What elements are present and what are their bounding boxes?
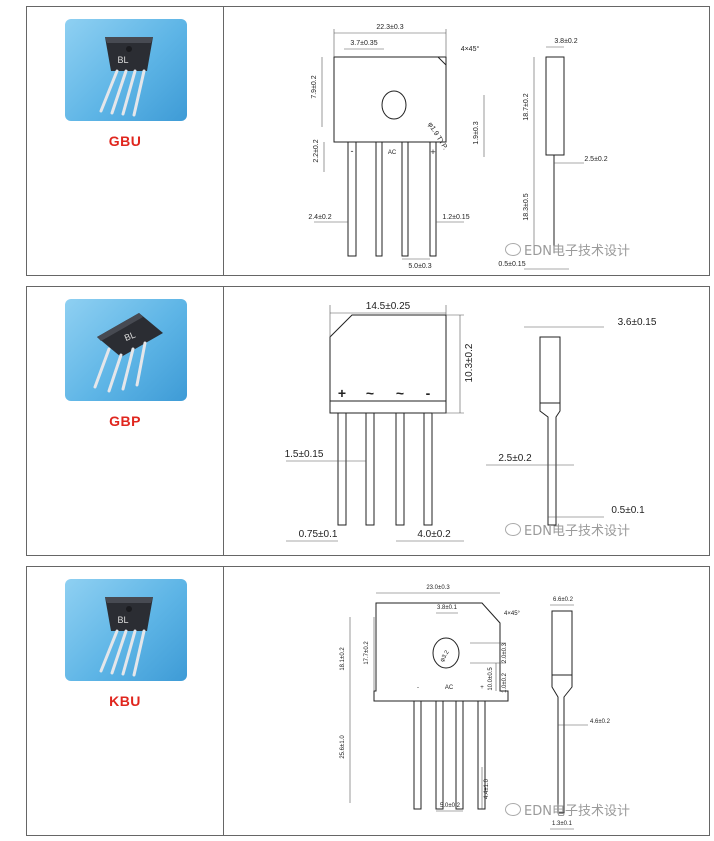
wechat-icon [505, 523, 521, 536]
dim-body-height: 10.0±0.5 [488, 667, 494, 691]
dim-width: 23.0±0.3 [426, 585, 450, 591]
pin-mark: - [426, 385, 431, 401]
side-body [545, 56, 565, 156]
chip-body [105, 597, 153, 631]
side-body [539, 336, 561, 404]
dim-pin-pitch: 3.7±0.35 [350, 40, 377, 47]
chip-leads [99, 69, 146, 117]
dim-width: 22.3±0.3 [376, 24, 403, 31]
dim-lead-wide: 2.4±0.2 [308, 214, 331, 221]
dim-lead-span: 4.4±1.0 [484, 778, 490, 799]
dim-total-height: 18.1±0.2 [340, 647, 346, 671]
column-divider [223, 7, 224, 275]
dim-chamfer: 4×45° [461, 45, 480, 53]
wechat-icon [505, 243, 521, 256]
dim-hole-offset: 1.9±0.3 [473, 121, 480, 144]
pin-mark: ~ [366, 385, 374, 401]
dim-lead-width: 1.5±0.15 [285, 449, 324, 460]
package-row-kbu: BL KBU 2 [26, 566, 710, 836]
column-divider [223, 287, 224, 555]
dim-lead-step: 4.6±0.2 [590, 719, 611, 725]
chip-mark: BL [117, 615, 128, 625]
column-divider [223, 567, 224, 835]
pin-mark: - [417, 685, 419, 691]
dim-pitch: 4.0±0.2 [417, 529, 451, 540]
package-photo-gbu: BL [65, 19, 187, 121]
watermark-text: EDN电子技术设计 [524, 244, 630, 259]
mounting-hole [432, 637, 460, 669]
dim-lead-narrow: 1.2±0.15 [442, 214, 469, 221]
outline-drawing-kbu: 23.0±0.3 3.8±0.1 4×45° 18.1±0.2 17.7±0.2… [340, 585, 611, 830]
package-photo-kbu: BL [65, 579, 187, 681]
dim-chamfer: 4×45° [504, 611, 521, 617]
package-name: GBU [108, 133, 142, 149]
package-row-gbu: BL GBU [26, 6, 710, 276]
dim-lead-thick: 0.5±0.1 [611, 505, 645, 516]
chip-body [105, 37, 153, 71]
pin-mark: - [351, 146, 354, 156]
dim-lead-step: 2.5±0.2 [584, 156, 607, 163]
dim-shoulder: 2.2±0.2 [313, 139, 320, 162]
dim-shoulder: 1.0±0.2 [502, 672, 508, 693]
dim-thickness: 6.6±0.2 [553, 597, 574, 603]
pin-mark: + [430, 147, 435, 157]
package-name: GBP [109, 413, 141, 429]
body-outline [373, 602, 509, 702]
wechat-icon [505, 803, 521, 816]
chip-leads [99, 629, 146, 677]
pin-mark: + [480, 685, 484, 691]
pin-mark: AC [388, 150, 397, 156]
dim-hole-pitch: 3.8±0.1 [437, 605, 458, 611]
mounting-hole [381, 90, 407, 120]
chip-mark: BL [117, 55, 128, 65]
watermark-text: EDN电子技术设计 [524, 804, 630, 819]
chip-mark: BL [123, 330, 137, 343]
package-photo-gbp: BL [65, 299, 187, 401]
dim-thickness: 3.8±0.2 [554, 38, 577, 45]
dim-width: 14.5±0.25 [366, 301, 411, 312]
side-body [551, 610, 573, 676]
dim-top-height: 17.7±0.2 [364, 641, 370, 665]
dim-hole-offset: 2.0±0.3 [502, 642, 508, 663]
dim-hole: φ3.2 [439, 649, 451, 663]
chip-leads [93, 341, 147, 393]
dim-top-height: 7.9±0.2 [311, 75, 318, 98]
dim-lead-thick-side: 0.75±0.1 [299, 529, 338, 540]
outline-drawing-gbp: 14.5±0.25 10.3±0.2 1.5±0.15 0.75±0.1 4.0… [285, 301, 657, 542]
pin-mark: ~ [396, 385, 404, 401]
dim-lead-length: 25.6±1.0 [340, 735, 346, 759]
dim-lead-step: 2.5±0.2 [498, 453, 532, 464]
watermark: EDN电子技术设计 [505, 520, 630, 539]
dim-pitch2: 5.0±0.3 [408, 263, 431, 270]
dim-lead-length: 18.3±0.5 [523, 193, 530, 220]
body-outline [333, 56, 447, 143]
watermark: EDN电子技术设计 [505, 800, 630, 819]
pin-mark: AC [445, 685, 454, 691]
dim-height: 10.3±0.2 [464, 343, 475, 382]
pin-mark: + [338, 385, 346, 401]
dim-thickness: 3.6±0.15 [618, 317, 657, 328]
dim-pitch: 5.0±0.2 [440, 803, 461, 809]
dim-lead-thick: 0.5±0.15 [498, 261, 525, 268]
chip-body [97, 313, 163, 357]
dim-lead-thick: 1.3±0.1 [552, 821, 573, 827]
package-row-gbp: BL GBP 14.5±0.25 10.3±0.2 1.5±0 [26, 286, 710, 556]
watermark: EDN电子技术设计 [505, 240, 630, 259]
watermark-text: EDN电子技术设计 [524, 524, 630, 539]
body-outline [329, 314, 447, 414]
outline-drawing-gbu: 22.3±0.3 3.7±0.35 4×45° 7.9±0.2 φ1.9 TYP… [308, 24, 607, 270]
dim-body-height: 18.7±0.2 [523, 93, 530, 120]
package-name: KBU [109, 693, 141, 709]
